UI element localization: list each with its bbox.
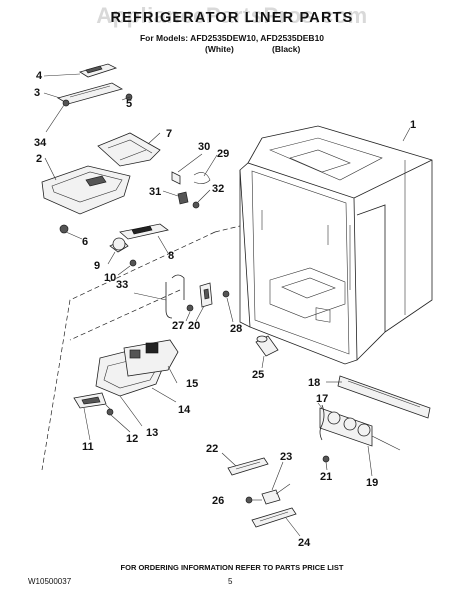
rail-18 (337, 375, 431, 419)
callout-21: 21 (320, 471, 332, 483)
bar-22 (227, 457, 269, 476)
clip-27 (186, 304, 194, 312)
light-bracket-4 (79, 63, 118, 78)
cylinder-25 (255, 335, 279, 357)
part-30 (171, 171, 181, 185)
callout-1: 1 (410, 119, 416, 131)
bulb-9 (109, 237, 129, 253)
leader-lines (43, 73, 373, 537)
page-title: REFRIGERATOR LINER PARTS (110, 10, 354, 26)
page-number: 5 (228, 577, 233, 586)
callout-29: 29 (217, 148, 229, 160)
part-32 (192, 201, 200, 209)
callout-2: 2 (36, 153, 42, 165)
callout-33: 33 (116, 279, 128, 291)
color-white-label: (White) (205, 44, 234, 54)
callout-12: 12 (126, 433, 138, 445)
callout-9: 9 (94, 260, 100, 272)
light-housing-2 (41, 165, 131, 215)
handle-11 (73, 392, 107, 409)
callout-14: 14 (178, 404, 191, 416)
callout-17: 17 (316, 393, 328, 405)
watermark: AppliancePartsPros.com (96, 3, 368, 28)
callout-31: 31 (149, 186, 161, 198)
part-29 (193, 172, 211, 184)
color-black-label: (Black) (272, 44, 301, 54)
callout-7: 7 (166, 128, 172, 140)
lens-bar-3 (56, 82, 124, 107)
part-23 (261, 483, 291, 505)
callout-5: 5 (126, 98, 132, 110)
callout-34: 34 (34, 137, 47, 149)
bracket-20 (199, 282, 213, 308)
water-tube-33 (133, 274, 185, 319)
light-cover-7 (97, 132, 161, 167)
models-line: For Models: AFD2535DEW10, AFD2535DEB10 (139, 33, 325, 43)
light-socket-8 (119, 223, 169, 240)
callout-3: 3 (34, 87, 40, 99)
strip-24 (251, 507, 297, 528)
callout-8: 8 (168, 250, 174, 262)
callout-10: 10 (104, 272, 116, 284)
callout-26: 26 (212, 495, 224, 507)
callout-25: 25 (252, 369, 264, 381)
callout-20: 20 (188, 320, 200, 332)
callout-27: 27 (172, 320, 184, 332)
callout-18: 18 (308, 377, 320, 389)
callout-labels: 1 2 3 4 5 6 7 8 9 10 11 12 13 14 15 17 1… (34, 70, 416, 549)
part-31 (177, 191, 189, 205)
callout-30: 30 (198, 141, 210, 153)
callout-23: 23 (280, 451, 292, 463)
callout-6: 6 (82, 236, 88, 248)
callout-15: 15 (186, 378, 198, 390)
callout-13: 13 (146, 427, 158, 439)
control-module-15 (123, 339, 179, 377)
callout-24: 24 (298, 537, 311, 549)
liner-cabinet (239, 125, 433, 365)
module-19 (319, 407, 401, 451)
callout-22: 22 (206, 443, 218, 455)
ordering-note: FOR ORDERING INFORMATION REFER TO PARTS … (120, 563, 344, 572)
document-number: W10500037 (28, 577, 72, 586)
callout-32: 32 (212, 183, 224, 195)
callout-11: 11 (82, 441, 94, 453)
callout-28: 28 (230, 323, 242, 335)
callout-19: 19 (366, 477, 378, 489)
callout-4: 4 (36, 70, 43, 82)
